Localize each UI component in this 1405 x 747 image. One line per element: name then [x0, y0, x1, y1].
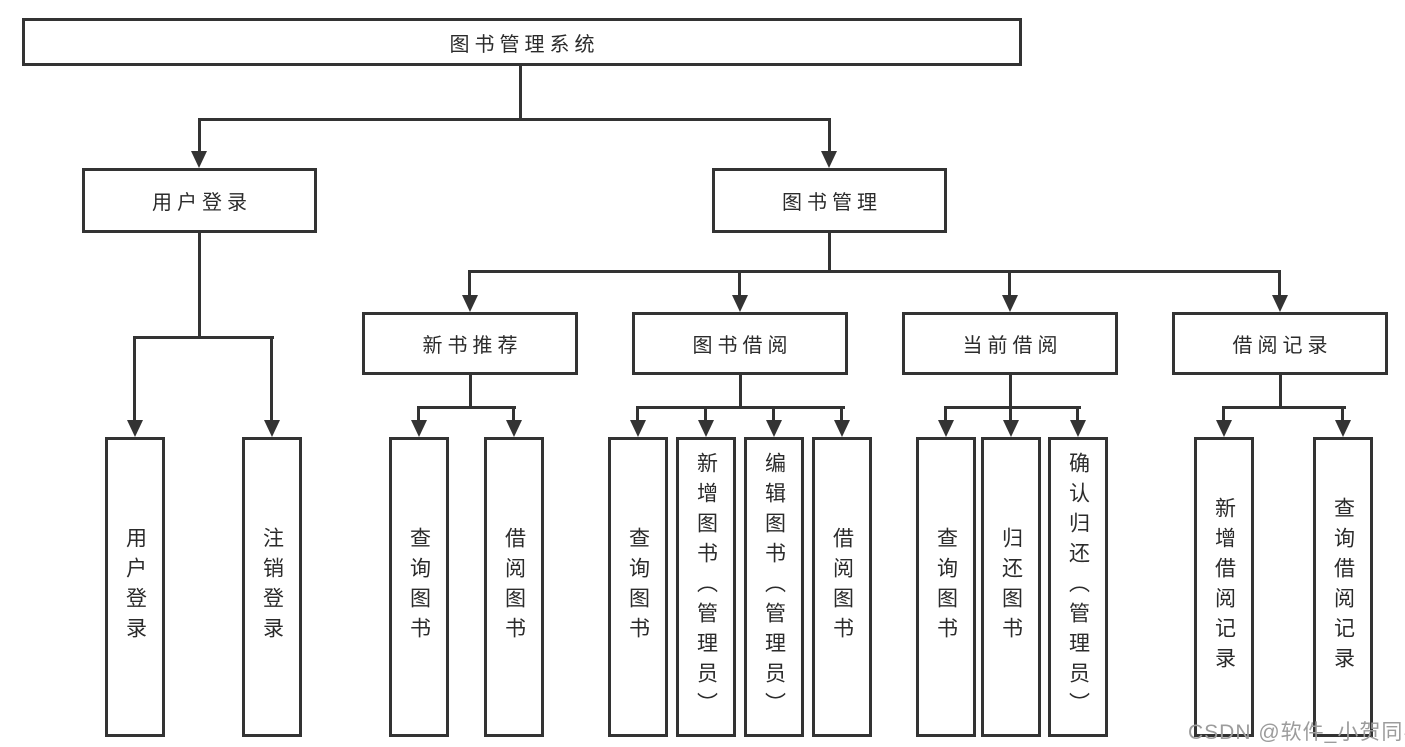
connector-line [739, 375, 742, 406]
node-new-book-recommend: 新书推荐 [362, 312, 578, 375]
arrow-down-icon [1272, 295, 1288, 312]
node-current-borrow-label: 当前借阅 [962, 335, 1063, 357]
leaf-bb-add-book-admin: 新增图书（管理员） [676, 437, 736, 737]
leaf-cb-confirm-return-admin: 确认归还（管理员） [1048, 437, 1108, 737]
leaf-br-add-record-label: 新增借阅记录 [1212, 497, 1236, 677]
watermark: CSDN @软件_小贺同学 [1188, 721, 1405, 744]
node-new-book-recommend-label: 新书推荐 [422, 335, 523, 357]
connector-line [417, 406, 516, 409]
arrow-down-icon [462, 295, 478, 312]
connector-line [944, 406, 947, 421]
node-current-borrow: 当前借阅 [902, 312, 1118, 375]
arrow-down-icon [191, 151, 207, 168]
leaf-bb-borrow-book-label: 借阅图书 [830, 527, 854, 647]
arrow-down-icon [698, 420, 714, 437]
connector-line [828, 118, 831, 152]
connector-line [198, 118, 831, 121]
leaf-cb-query-book: 查询图书 [916, 437, 976, 737]
arrow-down-icon [630, 420, 646, 437]
leaf-bb-add-book-admin-label: 新增图书（管理员） [694, 452, 718, 722]
arrow-down-icon [1335, 420, 1351, 437]
leaf-bb-query-book-label: 查询图书 [626, 527, 650, 647]
connector-line [469, 375, 472, 406]
connector-line [417, 406, 420, 421]
leaf-br-query-record: 查询借阅记录 [1313, 437, 1373, 737]
arrow-down-icon [264, 420, 280, 437]
arrow-down-icon [1070, 420, 1086, 437]
connector-line [198, 118, 201, 152]
arrow-down-icon [732, 295, 748, 312]
leaf-bb-borrow-book: 借阅图书 [812, 437, 872, 737]
node-book-mgmt: 图书管理 [712, 168, 947, 233]
connector-line [1222, 406, 1346, 409]
connector-line [270, 336, 273, 421]
leaf-bb-edit-book-admin-label: 编辑图书（管理员） [762, 452, 786, 722]
node-user-login-label: 用户登录 [152, 192, 252, 214]
leaf-cb-return-book: 归还图书 [981, 437, 1041, 737]
connector-line [512, 406, 515, 421]
leaf-logout: 注销登录 [242, 437, 302, 737]
arrow-down-icon [834, 420, 850, 437]
connector-line [133, 336, 136, 421]
leaf-br-add-record: 新增借阅记录 [1194, 437, 1254, 737]
connector-line [738, 270, 741, 296]
arrow-down-icon [1003, 420, 1019, 437]
leaf-br-query-record-label: 查询借阅记录 [1331, 497, 1355, 677]
arrow-down-icon [127, 420, 143, 437]
arrow-down-icon [766, 420, 782, 437]
node-book-borrow-label: 图书借阅 [692, 335, 793, 357]
connector-line [468, 270, 1281, 273]
node-root-label: 图书管理系统 [449, 33, 600, 56]
leaf-logout-label: 注销登录 [260, 527, 284, 647]
arrow-down-icon [1002, 295, 1018, 312]
leaf-nb-borrow-book: 借阅图书 [484, 437, 544, 737]
arrow-down-icon [938, 420, 954, 437]
connector-line [828, 233, 831, 273]
connector-line [1278, 270, 1281, 296]
node-root: 图书管理系统 [22, 18, 1022, 66]
connector-line [840, 406, 843, 421]
connector-line [704, 406, 707, 421]
leaf-user-login: 用户登录 [105, 437, 165, 737]
connector-line [1009, 375, 1012, 406]
node-borrow-record: 借阅记录 [1172, 312, 1388, 375]
leaf-nb-query-book: 查询图书 [389, 437, 449, 737]
connector-line [1279, 375, 1282, 406]
connector-line [944, 406, 1081, 409]
connector-line [133, 336, 274, 339]
arrow-down-icon [821, 151, 837, 168]
connector-line [1222, 406, 1225, 421]
connector-line [198, 233, 201, 336]
node-borrow-record-label: 借阅记录 [1232, 335, 1333, 357]
arrow-down-icon [1216, 420, 1232, 437]
leaf-nb-borrow-book-label: 借阅图书 [502, 527, 526, 647]
connector-line [1341, 406, 1344, 421]
node-book-mgmt-label: 图书管理 [782, 192, 882, 214]
arrow-down-icon [506, 420, 522, 437]
connector-line [1009, 406, 1012, 421]
connector-line [636, 406, 639, 421]
leaf-bb-query-book: 查询图书 [608, 437, 668, 737]
arrow-down-icon [411, 420, 427, 437]
leaf-bb-edit-book-admin: 编辑图书（管理员） [744, 437, 804, 737]
leaf-cb-confirm-return-admin-label: 确认归还（管理员） [1066, 452, 1090, 722]
connector-line [468, 270, 471, 296]
connector-line [1008, 270, 1011, 296]
connector-line [1076, 406, 1079, 421]
node-user-login: 用户登录 [82, 168, 317, 233]
leaf-cb-return-book-label: 归还图书 [999, 527, 1023, 647]
connector-line [519, 66, 522, 118]
leaf-cb-query-book-label: 查询图书 [934, 527, 958, 647]
leaf-user-login-label: 用户登录 [123, 527, 147, 647]
leaf-nb-query-book-label: 查询图书 [407, 527, 431, 647]
node-book-borrow: 图书借阅 [632, 312, 848, 375]
connector-line [636, 406, 845, 409]
connector-line [772, 406, 775, 421]
